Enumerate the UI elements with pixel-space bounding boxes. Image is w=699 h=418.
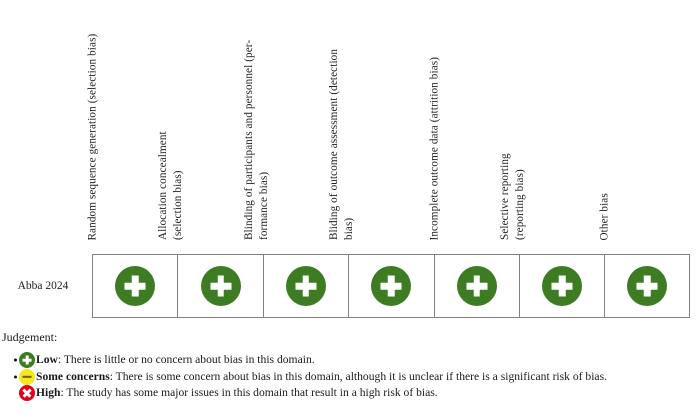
legend-item: Low: There is little or no concern about…	[0, 352, 699, 369]
column-header-4: Bliding of outcome assessment (detection…	[328, 48, 355, 240]
legend-description: : There is little or no concern about bi…	[57, 353, 315, 366]
study-row-label: Abba 2024	[17, 280, 69, 292]
column-header-7: Other bias	[598, 192, 611, 240]
legend-term: High	[36, 386, 61, 399]
judgement-cell	[604, 254, 690, 318]
column-header-5: Incomplete outcome data (attrition bias)	[428, 56, 441, 240]
plus-icon	[542, 266, 583, 306]
legend-bullet	[14, 358, 17, 362]
minus-icon	[19, 368, 35, 385]
judgement-grid	[92, 254, 690, 318]
judgement-cell	[348, 254, 434, 318]
judgement-cell	[177, 254, 263, 318]
plus-icon	[115, 266, 156, 306]
plus-icon	[371, 266, 412, 306]
legend-description: : There is some concern about bias in th…	[109, 369, 607, 383]
legend-term: Low	[36, 353, 58, 366]
legend: Judgement: Low: There is little or no co…	[0, 330, 699, 402]
column-headers: Random sequence generation (selection bi…	[86, 33, 611, 240]
judgement-cell	[518, 254, 605, 318]
judgement-cell	[262, 254, 349, 318]
plus-icon	[200, 266, 241, 306]
legend-item: High: The study has some major issues in…	[0, 385, 699, 402]
legend-bullet	[14, 375, 17, 379]
column-header-6: Selective reporting (reporting bias)	[499, 153, 526, 240]
legend-term: Some concerns	[36, 369, 110, 383]
judgement-cell	[92, 254, 178, 318]
column-header-3: Blinding of participants and personnel (…	[242, 39, 270, 240]
legend-description: : The study has some major issues in thi…	[60, 386, 438, 399]
plus-icon	[285, 266, 326, 306]
plus-icon	[627, 266, 668, 306]
legend-title: Judgement:	[2, 330, 58, 344]
cross-icon	[19, 385, 35, 402]
judgement-cell	[433, 254, 519, 318]
plus-icon	[456, 266, 497, 306]
legend-item-list: Low: There is little or no concern about…	[0, 352, 699, 402]
column-header-1: Random sequence generation (selection bi…	[86, 33, 99, 240]
column-header-2: Allocation concealment (selection bias)	[157, 131, 184, 240]
plus-icon	[19, 352, 35, 369]
legend-item: Some concerns: There is some concern abo…	[0, 368, 699, 386]
